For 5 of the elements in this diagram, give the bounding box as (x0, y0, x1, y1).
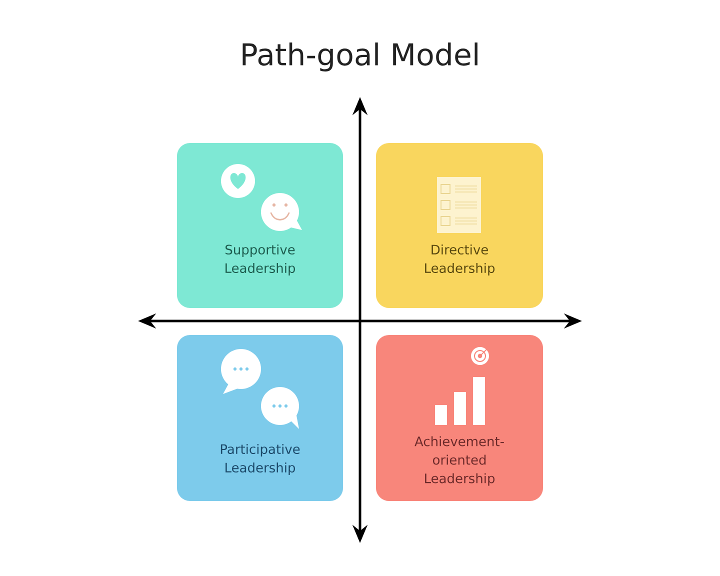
leadership-box: Participative Leadership (177, 335, 343, 501)
title: Path-goal Model (242, 42, 478, 72)
leadership-box: Achievement-oriented Leadership (376, 335, 543, 501)
leadership-box: Supportive Leadership (177, 143, 343, 308)
leadership-box: Directive Leadership (376, 143, 543, 308)
